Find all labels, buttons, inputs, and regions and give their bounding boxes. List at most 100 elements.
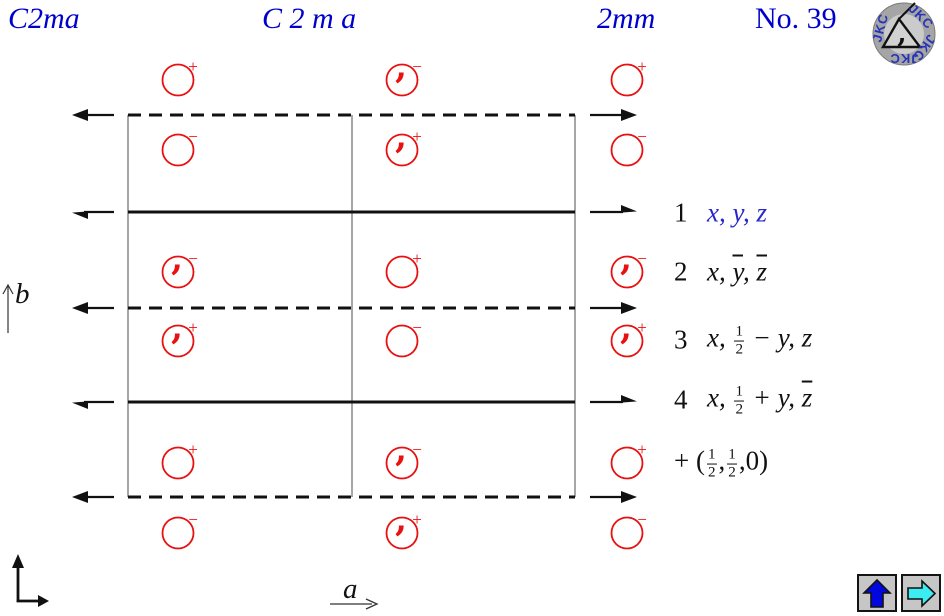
atom-open-circle bbox=[610, 133, 644, 167]
logo-triangle bbox=[880, 16, 923, 49]
b-axis-label: b bbox=[15, 278, 30, 310]
twofold-arrow-right-head bbox=[621, 302, 637, 314]
jkc-logo: , JKC JKC JKC JKC bbox=[869, 1, 938, 66]
logo-jkc-text: JKC bbox=[889, 51, 918, 66]
atom-open-circle bbox=[385, 255, 419, 289]
atom-sign-label: + bbox=[637, 440, 647, 459]
atom-comma-circle bbox=[610, 255, 644, 289]
atom-sign-label: + bbox=[412, 127, 422, 146]
atom-open-circle bbox=[161, 446, 195, 480]
up-arrow-icon bbox=[862, 578, 892, 608]
atom-sign-label: − bbox=[188, 127, 198, 146]
coord-text: , bbox=[718, 445, 726, 476]
atom-comma-circle bbox=[385, 446, 419, 480]
symmetry-op-1: 1 x, y, z bbox=[674, 198, 767, 229]
comma-glyph: , bbox=[171, 308, 183, 348]
atom-sign-label: + bbox=[637, 318, 647, 337]
atom-sign-label: − bbox=[637, 249, 647, 268]
fraction-numerator: 1 bbox=[727, 447, 737, 465]
fraction-numerator: 1 bbox=[734, 384, 745, 402]
fraction-denominator: 2 bbox=[735, 341, 744, 358]
atom-open-circle bbox=[610, 516, 644, 550]
coord-text: x, bbox=[707, 256, 733, 287]
op-coordinates: x, y, z bbox=[707, 257, 767, 288]
atom-open-circle bbox=[161, 63, 195, 97]
comma-glyph: , bbox=[395, 117, 407, 157]
atom-comma-circle bbox=[385, 63, 419, 97]
coord-text: x, bbox=[707, 322, 733, 353]
atom-sign-label: + bbox=[637, 57, 647, 76]
screw-halfarrow-right-head bbox=[621, 395, 637, 403]
fraction-denominator: 2 bbox=[728, 464, 736, 481]
space-group-symbol-full: C 2 m a bbox=[262, 2, 357, 35]
op-coordinates: x, y, z bbox=[707, 197, 767, 228]
a-axis-arrow-icon bbox=[330, 598, 379, 610]
space-group-number: No. 39 bbox=[755, 2, 837, 35]
space-group-symbol-short: C2ma bbox=[8, 2, 80, 35]
origin-axes-icon bbox=[12, 554, 49, 607]
atom-open-circle bbox=[385, 324, 419, 358]
comma-glyph: , bbox=[620, 308, 632, 348]
fraction-denominator: 2 bbox=[707, 464, 716, 481]
coord-text: + bbox=[746, 382, 778, 413]
atom-open-circle bbox=[610, 446, 644, 480]
coord-text: + ( bbox=[674, 445, 705, 476]
nav-up-button[interactable] bbox=[857, 574, 897, 612]
coord-text: ,0) bbox=[738, 445, 769, 476]
op-number: 3 bbox=[674, 324, 688, 355]
b-axis-arrow-icon bbox=[2, 283, 14, 333]
screw-halfarrow-right-head bbox=[621, 205, 637, 213]
logo-comma-glyph: , bbox=[897, 18, 906, 49]
twofold-arrow-left-head bbox=[72, 491, 88, 503]
nav-next-button[interactable] bbox=[901, 574, 941, 612]
twofold-arrow-left-head bbox=[72, 302, 88, 314]
atom-open-circle bbox=[161, 133, 195, 167]
atom-sign-label: + bbox=[188, 440, 198, 459]
comma-glyph: , bbox=[395, 500, 407, 540]
screw-halfarrow-left-head bbox=[72, 211, 88, 219]
comma-glyph: , bbox=[395, 430, 407, 470]
a-axis-label: a bbox=[343, 573, 358, 605]
atom-sign-label: + bbox=[188, 57, 198, 76]
coord-text: x, bbox=[707, 382, 733, 413]
atom-sign-label: − bbox=[412, 57, 422, 76]
fraction-numerator: 1 bbox=[706, 447, 717, 465]
comma-glyph: , bbox=[395, 47, 407, 87]
atom-sign-label: − bbox=[412, 318, 422, 337]
atom-comma-circle bbox=[610, 324, 644, 358]
fraction-denominator: 2 bbox=[735, 401, 744, 418]
coord-ybar: y bbox=[732, 256, 743, 287]
logo-line bbox=[898, 2, 916, 20]
atom-comma-circle bbox=[161, 324, 195, 358]
op-number: 4 bbox=[674, 384, 688, 415]
atom-sign-label: − bbox=[637, 510, 647, 529]
twofold-arrow-left-head bbox=[72, 109, 88, 121]
atom-comma-circle bbox=[385, 133, 419, 167]
atom-comma-circle bbox=[385, 516, 419, 550]
coord-text: y, bbox=[777, 382, 802, 413]
coord-zbar: z bbox=[801, 382, 813, 413]
atom-open-circle bbox=[610, 63, 644, 97]
comma-glyph: , bbox=[620, 239, 632, 279]
right-arrow-icon bbox=[907, 578, 937, 608]
op-number: 2 bbox=[674, 256, 688, 287]
atom-sign-label: − bbox=[412, 440, 422, 459]
comma-glyph: , bbox=[171, 239, 183, 279]
op-number: 1 bbox=[674, 197, 688, 228]
atom-sign-label: − bbox=[188, 249, 198, 268]
atom-sign-label: + bbox=[188, 318, 198, 337]
symmetry-op-2: 2 x, y, z bbox=[674, 257, 767, 288]
twofold-arrow-right-head bbox=[621, 109, 637, 121]
twofold-arrow-right-head bbox=[621, 491, 637, 503]
atom-sign-label: + bbox=[412, 510, 422, 529]
atom-sign-label: − bbox=[188, 510, 198, 529]
point-group-symbol: 2mm bbox=[597, 2, 656, 35]
